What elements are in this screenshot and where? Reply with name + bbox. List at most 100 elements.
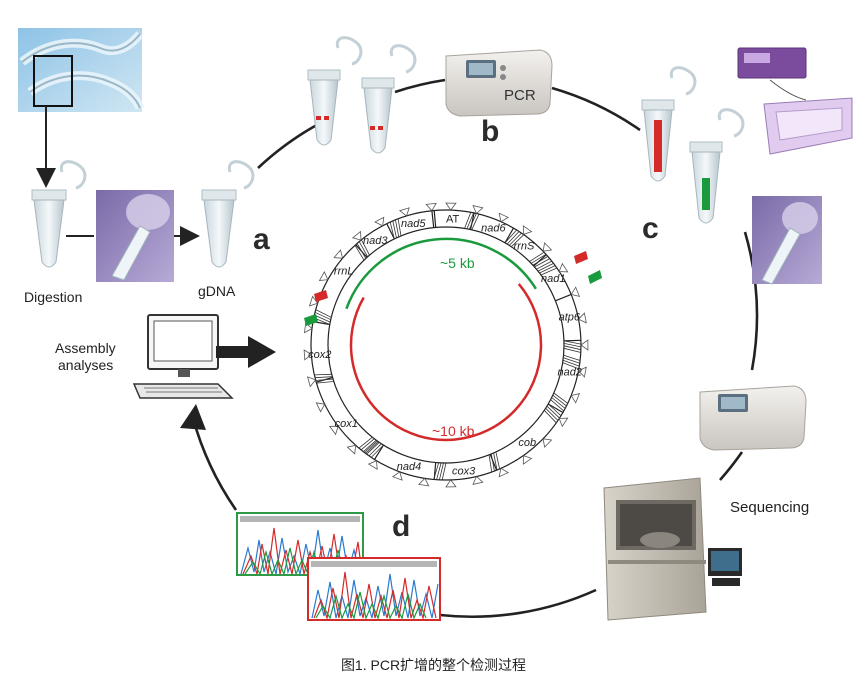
trna-tick bbox=[522, 455, 533, 465]
trna-hatch bbox=[504, 229, 517, 244]
trna-tick bbox=[315, 402, 326, 413]
pcr-machine: PCR bbox=[445, 49, 553, 117]
trna-hatch bbox=[534, 258, 550, 268]
trna-hatch bbox=[563, 345, 581, 351]
trna-tick bbox=[391, 471, 403, 481]
trna-hatch bbox=[368, 443, 382, 457]
pipetting-photo bbox=[96, 190, 174, 282]
trna-hatch bbox=[552, 394, 567, 407]
trna-hatch bbox=[395, 219, 400, 237]
long-amplicon-label: ~10 kb bbox=[432, 423, 475, 439]
gene-label-nad5: nad5 bbox=[401, 218, 426, 230]
trna-hatch bbox=[563, 347, 581, 353]
trna-hatches bbox=[313, 212, 582, 480]
trna-hatch bbox=[316, 381, 334, 384]
trna-hatch bbox=[466, 212, 474, 230]
trna-hatch bbox=[389, 222, 395, 239]
trna-hatch bbox=[539, 265, 556, 274]
trna-hatch bbox=[315, 378, 334, 381]
thermocycler-small bbox=[699, 385, 807, 451]
digestion-tube bbox=[31, 160, 87, 268]
trna-hatch bbox=[464, 212, 472, 229]
trna-tick bbox=[303, 349, 312, 361]
trna-hatch bbox=[314, 376, 333, 379]
figure-caption: 图1. PCR扩增的整个检测过程 bbox=[340, 657, 527, 673]
step-d-label: d bbox=[392, 510, 411, 543]
loading-photo bbox=[752, 196, 822, 285]
computer-icon bbox=[132, 314, 234, 399]
gene-label-rrns: rrnS bbox=[514, 240, 535, 252]
trna-hatch bbox=[314, 373, 332, 376]
trna-hatch bbox=[493, 452, 498, 471]
trna-hatch bbox=[546, 405, 560, 419]
primer-markers bbox=[304, 251, 602, 326]
mitochondrial-genome-map: ATnad6rrnSnad1atp6nad2cobcox3nad4cox1cox… bbox=[303, 202, 602, 488]
gene-label-nad1: nad1 bbox=[541, 273, 565, 285]
trna-hatch bbox=[392, 220, 397, 238]
trna-tick bbox=[577, 366, 587, 378]
trna-hatch bbox=[471, 213, 480, 230]
trna-hatch bbox=[365, 441, 379, 454]
trna-hatch bbox=[540, 267, 558, 276]
gene-boundary bbox=[431, 210, 435, 228]
gene-boundary bbox=[433, 210, 437, 228]
trna-tick bbox=[374, 216, 385, 227]
electrophoresis-apparatus bbox=[737, 47, 853, 155]
trna-tick bbox=[346, 444, 357, 455]
short-amplicon-arc bbox=[345, 237, 537, 310]
trna-hatch bbox=[563, 354, 581, 361]
trna-tick bbox=[351, 230, 362, 241]
trna-hatch bbox=[441, 462, 447, 480]
trna-tick bbox=[418, 477, 430, 487]
trna-hatch bbox=[550, 399, 565, 412]
trna-hatch bbox=[536, 260, 552, 270]
trna-tick bbox=[318, 271, 329, 281]
trna-hatch bbox=[562, 359, 580, 367]
digestion-label: Digestion bbox=[24, 289, 83, 305]
trna-hatch bbox=[314, 311, 331, 321]
trna-tick bbox=[522, 225, 533, 235]
gene-boundary bbox=[373, 444, 385, 460]
trna-hatch bbox=[551, 397, 566, 409]
step-b-label: b bbox=[481, 115, 500, 148]
gene-label-at: AT bbox=[446, 214, 460, 226]
gel-tubes bbox=[641, 66, 745, 224]
trna-hatch bbox=[530, 253, 547, 264]
gdna-label: gDNA bbox=[198, 283, 236, 299]
gene-label-atp6: atp6 bbox=[559, 312, 581, 324]
pcr-machine-label: PCR bbox=[504, 87, 536, 104]
trna-hatch bbox=[506, 231, 520, 245]
gene-boundary bbox=[555, 293, 572, 302]
trna-tick bbox=[498, 212, 510, 223]
trna-tick bbox=[304, 321, 313, 334]
trna-hatch bbox=[495, 451, 500, 469]
gene-label-cox3: cox3 bbox=[452, 465, 476, 477]
trna-tick bbox=[333, 249, 344, 259]
trna-hatch bbox=[358, 241, 369, 257]
gene-boundary bbox=[533, 254, 547, 267]
trna-tick bbox=[570, 286, 581, 297]
trna-hatch bbox=[537, 263, 554, 272]
assembly-label-line2: analyses bbox=[58, 357, 114, 373]
trna-hatch bbox=[363, 439, 377, 452]
trna-hatch bbox=[544, 410, 557, 424]
trna-hatch bbox=[439, 462, 444, 480]
trna-tick bbox=[570, 393, 581, 404]
trna-hatch bbox=[366, 442, 380, 455]
step-a-label: a bbox=[253, 223, 270, 256]
step-c-label: c bbox=[642, 212, 659, 245]
trna-tick bbox=[398, 207, 410, 217]
trna-hatch bbox=[354, 245, 365, 261]
nematode-image bbox=[18, 28, 145, 112]
trna-hatch bbox=[562, 362, 580, 370]
trna-hatch bbox=[547, 403, 562, 416]
trna-hatch bbox=[360, 438, 375, 451]
cycle-arrowhead bbox=[180, 404, 206, 430]
gene-label-nad2: nad2 bbox=[557, 366, 581, 378]
trna-hatch bbox=[532, 256, 549, 266]
trna-hatch bbox=[563, 340, 582, 345]
cycle-ring bbox=[180, 78, 759, 618]
assembly-label-line1: Assembly bbox=[55, 340, 116, 356]
arrow-to-computer-result bbox=[216, 336, 276, 368]
